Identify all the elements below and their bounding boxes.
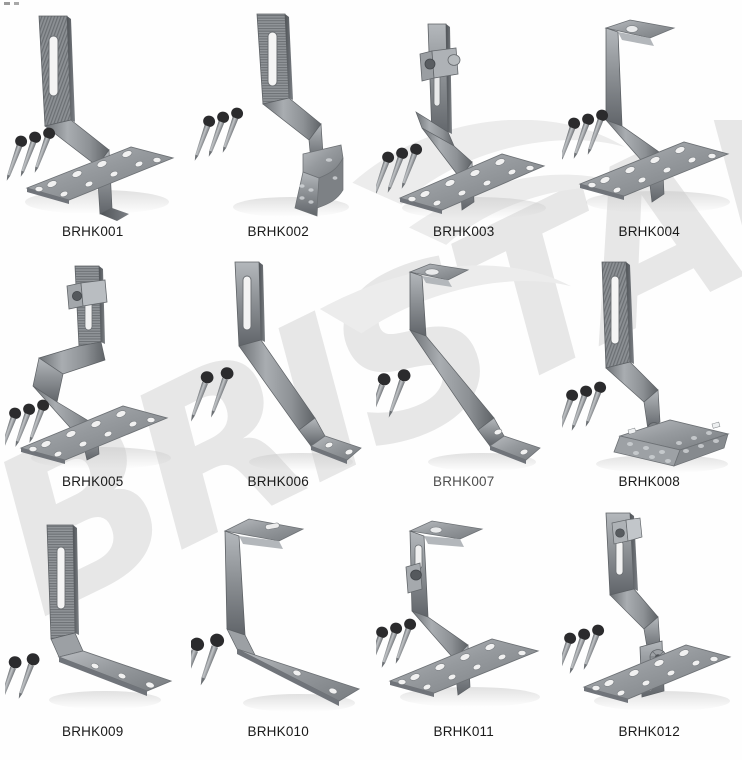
product-cell-brhk001[interactable]: BRHK001	[0, 0, 186, 250]
screw-set	[7, 127, 56, 182]
product-label: BRHK010	[247, 723, 309, 739]
product-image-brhk003	[371, 0, 557, 225]
product-cell-brhk007[interactable]: BRHK007	[371, 250, 557, 500]
product-image-brhk001	[0, 0, 186, 225]
product-cell-brhk005[interactable]: BRHK005	[0, 250, 186, 500]
product-cell-brhk002[interactable]: BRHK002	[186, 0, 372, 250]
screw-set	[190, 633, 224, 686]
product-cell-brhk006[interactable]: BRHK006	[186, 250, 372, 500]
corner-artifact-marks	[4, 2, 19, 5]
product-label: BRHK006	[247, 473, 309, 489]
screw-set	[376, 143, 423, 198]
screw-set	[561, 381, 606, 431]
product-label: BRHK005	[62, 473, 124, 489]
product-cell-brhk012[interactable]: BRHK012	[557, 500, 742, 760]
product-cell-brhk004[interactable]: BRHK004	[557, 0, 742, 250]
screw-set	[376, 369, 411, 418]
product-cell-brhk011[interactable]: BRHK011	[371, 500, 557, 760]
product-image-brhk004	[557, 0, 742, 225]
product-image-brhk010	[186, 500, 372, 725]
product-image-brhk002	[186, 0, 372, 225]
product-label: BRHK003	[433, 223, 495, 239]
product-image-brhk012	[557, 500, 742, 725]
product-label: BRHK008	[618, 473, 680, 489]
product-image-brhk007	[371, 250, 557, 475]
product-image-brhk006	[186, 250, 372, 475]
product-image-brhk005	[0, 250, 186, 475]
product-label: BRHK011	[433, 723, 494, 739]
product-label: BRHK004	[618, 223, 680, 239]
screw-set	[561, 109, 608, 164]
screw-set	[561, 624, 604, 674]
screw-set	[376, 618, 417, 668]
product-label: BRHK001	[62, 223, 124, 239]
product-cell-brhk003[interactable]: BRHK003	[371, 0, 557, 250]
product-label: BRHK007	[433, 473, 495, 489]
screw-set	[5, 653, 40, 699]
product-cell-brhk009[interactable]: BRHK009	[0, 500, 186, 760]
screw-set	[5, 399, 50, 447]
product-label: BRHK002	[247, 223, 309, 239]
product-label: BRHK012	[618, 723, 680, 739]
product-cell-brhk010[interactable]: BRHK010	[186, 500, 372, 760]
product-cell-brhk008[interactable]: BRHK008	[557, 250, 742, 500]
product-image-brhk011	[371, 500, 557, 725]
product-label: BRHK009	[62, 723, 124, 739]
screw-set	[194, 107, 243, 162]
screw-set	[190, 367, 234, 422]
product-image-brhk008	[557, 250, 742, 475]
product-image-brhk009	[0, 500, 186, 725]
